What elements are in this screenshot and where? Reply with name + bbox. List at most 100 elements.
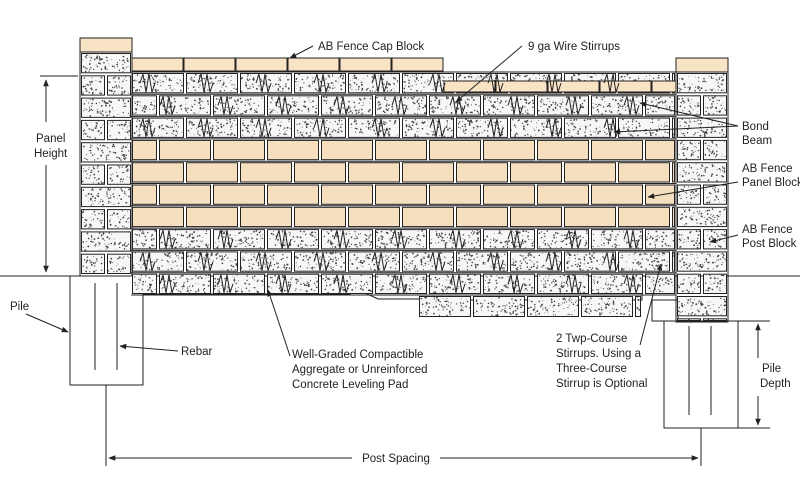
concrete-speckle (249, 263, 250, 264)
concrete-speckle (286, 267, 288, 269)
concrete-speckle (597, 268, 599, 270)
concrete-speckle (207, 112, 208, 113)
concrete-speckle (339, 280, 340, 281)
concrete-speckle (418, 108, 419, 109)
concrete-speckle (276, 263, 277, 264)
concrete-speckle (103, 62, 105, 64)
concrete-speckle (387, 133, 388, 134)
concrete-speckle (311, 267, 312, 268)
concrete-speckle (89, 63, 91, 65)
concrete-speckle (468, 104, 469, 105)
concrete-speckle (281, 259, 283, 261)
concrete-speckle (613, 269, 614, 270)
concrete-speckle (250, 108, 252, 110)
concrete-speckle (523, 126, 524, 127)
concrete-speckle (329, 134, 331, 136)
concrete-speckle (133, 113, 134, 114)
concrete-speckle (86, 84, 87, 85)
concrete-speckle (459, 121, 461, 123)
concrete-speckle (587, 262, 589, 264)
concrete-speckle (645, 268, 647, 270)
concrete-speckle (428, 134, 429, 135)
concrete-speckle (631, 134, 632, 135)
concrete-speckle (149, 109, 150, 110)
concrete-speckle (424, 121, 426, 123)
concrete-speckle (662, 255, 663, 256)
concrete-speckle (83, 110, 84, 111)
concrete-speckle (194, 76, 195, 77)
concrete-speckle (646, 97, 647, 98)
concrete-speckle (307, 259, 309, 261)
concrete-speckle (170, 127, 171, 128)
concrete-speckle (406, 292, 407, 293)
concrete-speckle (410, 290, 411, 291)
concrete-speckle (520, 299, 521, 300)
concrete-speckle (526, 121, 527, 122)
concrete-speckle (108, 63, 109, 64)
concrete-speckle (364, 98, 366, 100)
concrete-speckle (330, 122, 331, 123)
concrete-speckle (610, 262, 611, 263)
concrete-speckle (394, 244, 396, 246)
concrete-speckle (335, 259, 337, 261)
concrete-speckle (303, 136, 304, 137)
concrete-speckle (615, 246, 617, 248)
concrete-speckle (556, 131, 557, 132)
concrete-speckle (250, 75, 251, 76)
concrete-speckle (152, 280, 153, 281)
concrete-speckle (568, 237, 570, 239)
concrete-speckle (113, 146, 114, 147)
concrete-speckle (548, 277, 549, 278)
concrete-speckle (337, 109, 338, 110)
concrete-speckle (288, 286, 289, 287)
concrete-speckle (553, 311, 554, 312)
concrete-speckle (421, 230, 423, 232)
concrete-speckle (425, 263, 427, 265)
concrete-speckle (225, 86, 226, 87)
concrete-speckle (552, 307, 553, 308)
concrete-speckle (395, 254, 397, 256)
concrete-speckle (92, 110, 93, 111)
concrete-speckle (365, 256, 366, 257)
concrete-speckle (333, 283, 334, 284)
concrete-speckle (515, 231, 516, 232)
concrete-speckle (584, 263, 585, 264)
concrete-speckle (656, 130, 658, 132)
concrete-speckle (565, 133, 566, 134)
concrete-speckle (515, 264, 517, 266)
concrete-speckle (380, 280, 381, 281)
concrete-speckle (308, 286, 309, 287)
concrete-speckle (278, 106, 280, 108)
concrete-speckle (423, 269, 424, 270)
concrete-speckle (484, 99, 486, 101)
concrete-speckle (365, 258, 366, 259)
concrete-speckle (265, 266, 266, 267)
concrete-speckle (202, 242, 203, 243)
concrete-speckle (584, 119, 586, 121)
concrete-speckle (616, 313, 618, 315)
concrete-speckle (598, 292, 599, 293)
panel-block (187, 207, 238, 226)
concrete-speckle (278, 78, 279, 79)
concrete-speckle (171, 133, 172, 134)
concrete-speckle (244, 282, 246, 284)
concrete-speckle (495, 267, 496, 268)
concrete-speckle (572, 105, 573, 106)
concrete-speckle (159, 80, 160, 81)
concrete-speckle (376, 286, 377, 287)
concrete-speckle (168, 85, 169, 86)
concrete-speckle (501, 234, 502, 235)
concrete-speckle (587, 269, 589, 271)
concrete-speckle (119, 69, 120, 70)
concrete-speckle (471, 97, 473, 99)
concrete-speckle (330, 284, 332, 286)
concrete-speckle (97, 167, 98, 168)
concrete-speckle (471, 104, 472, 105)
concrete-speckle (552, 109, 554, 111)
concrete-speckle (383, 257, 384, 258)
concrete-speckle (554, 104, 555, 105)
concrete-speckle (490, 246, 492, 248)
concrete-speckle (387, 275, 389, 277)
concrete-speckle (343, 82, 345, 84)
concrete-speckle (361, 82, 362, 83)
